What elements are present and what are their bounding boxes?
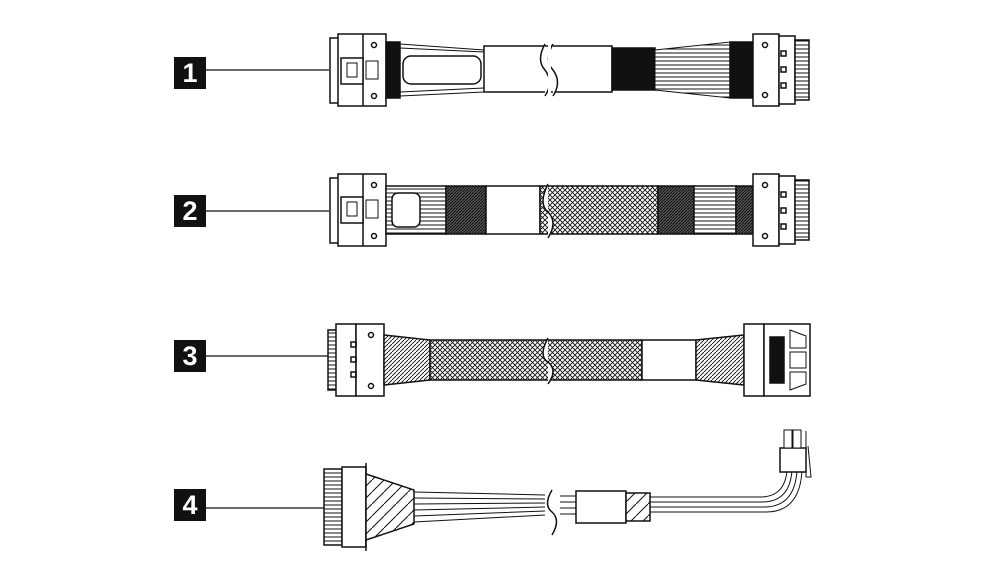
cable-2 (206, 173, 810, 247)
callout-4: 4 (174, 489, 206, 521)
cable-3 (206, 323, 811, 397)
callout-1: 1 (174, 57, 206, 89)
cable-1 (206, 33, 810, 107)
cable-4 (206, 429, 812, 551)
callout-2: 2 (174, 195, 206, 227)
callout-3: 3 (174, 340, 206, 372)
